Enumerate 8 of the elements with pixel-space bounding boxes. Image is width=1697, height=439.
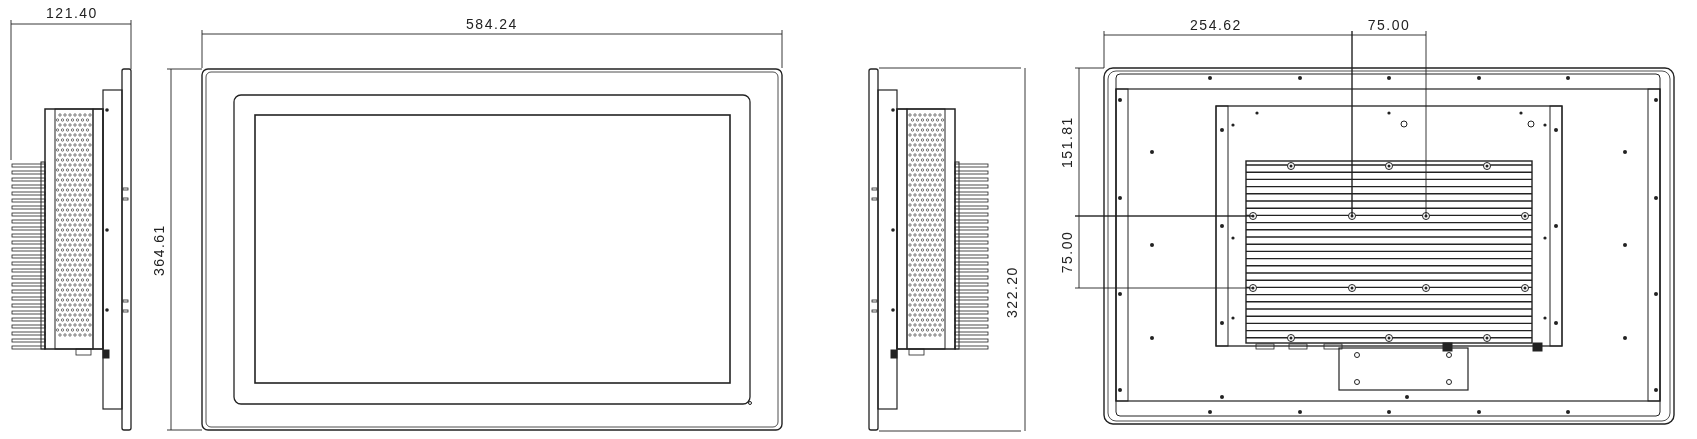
dimension-label: 364.61	[151, 223, 167, 277]
dimension-label: 75.00	[1059, 229, 1075, 275]
dimension-label: 584.24	[465, 16, 519, 32]
dimension-label: 121.40	[45, 5, 99, 21]
dimension-label: 75.00	[1366, 17, 1412, 33]
dimension-label: 254.62	[1189, 17, 1243, 33]
dimension-label: 151.81	[1059, 115, 1075, 169]
dimension-label: 322.20	[1004, 265, 1020, 319]
